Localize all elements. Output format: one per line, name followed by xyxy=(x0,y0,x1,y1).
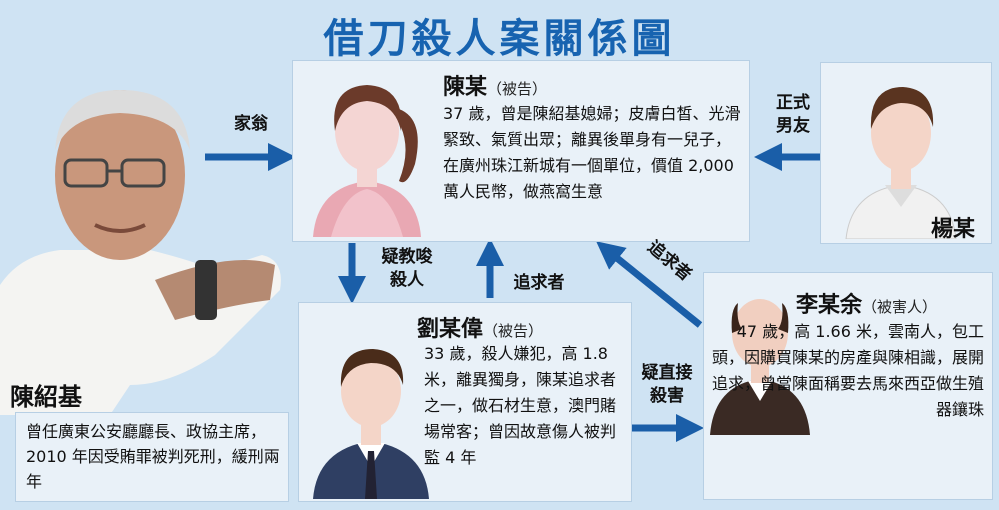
balding-man-avatar-icon xyxy=(710,299,810,435)
label-father-in-law: 家翁 xyxy=(234,114,268,134)
li-desc: 47 歲，高 1.66 米，雲南人，包工頭，因購買陳某的房產與陳相識，展開追求，… xyxy=(712,322,985,419)
liu-name: 劉某偉（被告） xyxy=(417,311,543,343)
chen-shaoji-name: 陳紹基 xyxy=(10,382,82,411)
chen-shaoji-desc: 曾任廣東公安廳廳長、政協主席，2010 年因受賄罪被判死刑，緩刑兩年 xyxy=(26,422,280,491)
label-boyfriend-line1: 正式 xyxy=(776,93,810,113)
chen-card: 陳某（被告） 37 歲，曾是陳紹基媳婦；皮膚白皙、光滑緊致、氣質出眾；離異後單身… xyxy=(292,60,750,242)
arrow-suitor-li xyxy=(596,241,703,328)
label-kill-line1: 疑直接 xyxy=(641,363,693,383)
diagram-title: 借刀殺人案關係圖 xyxy=(323,15,676,62)
chen-name-text: 陳某 xyxy=(443,74,488,100)
chen-shaoji-photo xyxy=(0,90,281,415)
woman-avatar-icon xyxy=(313,85,421,237)
chen-shaoji-card: 曾任廣東公安廳廳長、政協主席，2010 年因受賄罪被判死刑，緩刑兩年 xyxy=(15,412,289,502)
man-suit-avatar-icon xyxy=(313,349,429,499)
liu-role: （被告） xyxy=(483,322,544,340)
li-name-text: 李某余 xyxy=(796,292,863,318)
chen-desc: 37 歲，曾是陳紹基媳婦；皮膚白皙、光滑緊致、氣質出眾；離異後單身有一兒子，在廣… xyxy=(443,104,741,201)
li-role: （被害人） xyxy=(862,298,938,316)
label-boyfriend: 正式 男友 xyxy=(768,92,818,138)
li-card: 李某余（被害人） 47 歲，高 1.66 米，雲南人，包工頭，因購買陳某的房產與… xyxy=(703,272,993,500)
label-boyfriend-line2: 男友 xyxy=(776,116,810,136)
label-instigate: 疑教唆 殺人 xyxy=(372,246,442,292)
liu-desc: 33 歲，殺人嫌犯，高 1.8 米，離異獨身，陳某追求者之一，做石材生意，澳門賭… xyxy=(424,344,617,467)
label-suitor-liu: 追求者 xyxy=(513,273,565,293)
li-name: 李某余（被害人） xyxy=(796,287,937,319)
liu-name-text: 劉某偉 xyxy=(417,316,484,342)
chen-name: 陳某（被告） xyxy=(443,69,547,101)
yang-card: 楊某 xyxy=(820,62,992,244)
label-kill: 疑直接 殺害 xyxy=(632,362,702,408)
chen-role: （被告） xyxy=(487,80,548,98)
label-kill-line2: 殺害 xyxy=(650,386,684,406)
yang-name: 楊某 xyxy=(931,216,976,242)
man-avatar-icon xyxy=(845,87,957,239)
label-instigate-line1: 疑教唆 xyxy=(381,247,433,267)
label-instigate-line2: 殺人 xyxy=(390,270,424,290)
liu-card: 劉某偉（被告） 33 歲，殺人嫌犯，高 1.8 米，離異獨身，陳某追求者之一，做… xyxy=(298,302,632,502)
